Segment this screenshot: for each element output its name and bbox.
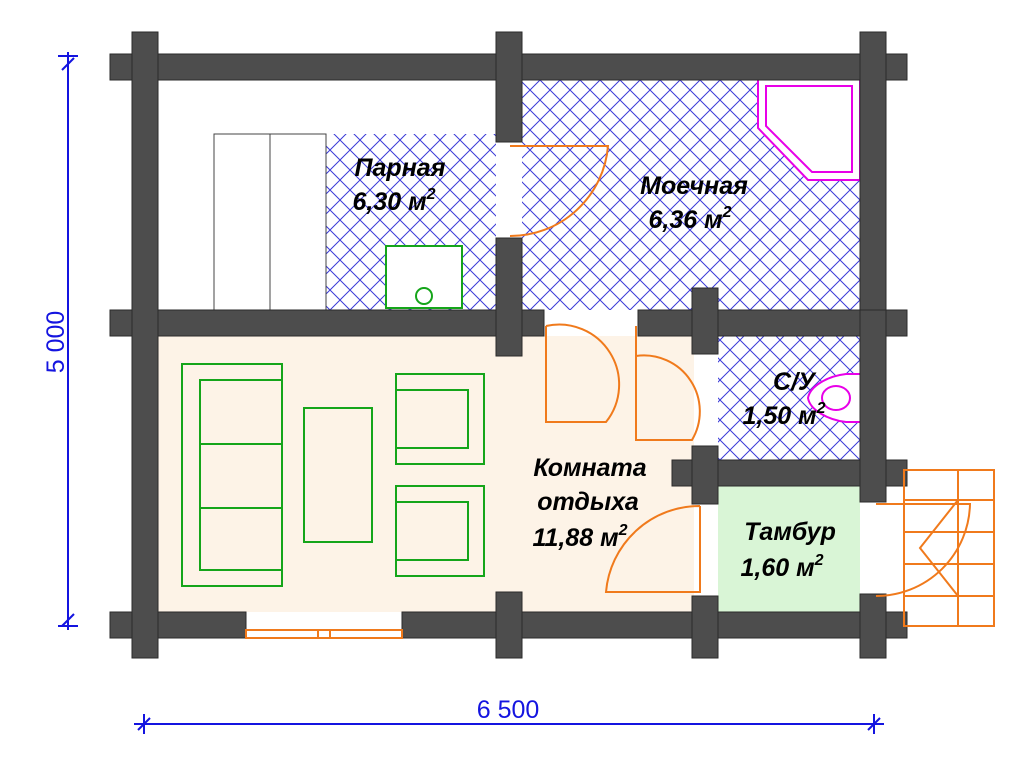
bathroom-area: 1,50 м2 bbox=[742, 400, 825, 430]
coffee-table bbox=[303, 407, 373, 543]
corner-shower-icon bbox=[757, 77, 861, 181]
width-dimension-label: 6 500 bbox=[477, 696, 540, 724]
rest-room-floor bbox=[158, 336, 694, 612]
toilet-icon bbox=[806, 373, 863, 423]
steam-room-area: 6,30 м2 bbox=[352, 186, 435, 216]
doors bbox=[509, 145, 972, 597]
entrance-steps-icon bbox=[903, 469, 995, 627]
washing-room-area: 6,36 м2 bbox=[648, 204, 731, 234]
bathroom-name: С/У bbox=[773, 368, 817, 396]
steam-room-label: Парная 6,30 м2 bbox=[352, 154, 445, 216]
window bbox=[245, 629, 403, 639]
steam-room-name: Парная bbox=[355, 154, 446, 182]
washing-room-name: Моечная bbox=[640, 172, 748, 200]
armchair-top bbox=[395, 373, 485, 465]
stove-icon bbox=[385, 245, 463, 309]
armchair-bottom bbox=[395, 485, 485, 577]
vestibule-floor bbox=[718, 486, 860, 612]
slash-tick-icon bbox=[61, 57, 75, 627]
rest-room-area: 11,88 м2 bbox=[532, 522, 627, 552]
steam-room-benches bbox=[213, 133, 327, 311]
rest-room-name-line2: отдыха bbox=[537, 488, 639, 516]
height-dimension-label: 5 000 bbox=[42, 311, 70, 374]
vestibule-label: Тамбур 1,60 м2 bbox=[740, 518, 835, 582]
rest-room-label: Комната отдыха 11,88 м2 bbox=[532, 454, 646, 552]
bathroom-label: С/У 1,50 м2 bbox=[742, 368, 825, 430]
width-dimension bbox=[134, 714, 884, 734]
vestibule-name: Тамбур bbox=[744, 518, 836, 546]
vestibule-area: 1,60 м2 bbox=[740, 552, 823, 582]
height-dimension bbox=[58, 52, 78, 630]
log-walls bbox=[109, 31, 908, 659]
sofa bbox=[181, 363, 283, 587]
washing-room-label: Моечная 6,36 м2 bbox=[640, 172, 748, 234]
rest-room-name-line1: Комната bbox=[533, 454, 646, 482]
